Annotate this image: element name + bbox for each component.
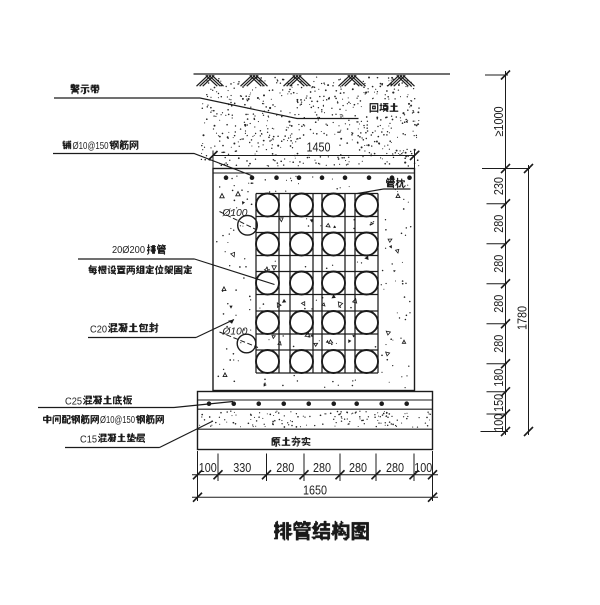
svg-text:280: 280 — [386, 460, 404, 475]
svg-text:280: 280 — [349, 460, 367, 475]
svg-text:280: 280 — [491, 255, 506, 273]
svg-text:C20: C20 — [90, 324, 107, 336]
svg-text:230: 230 — [491, 177, 506, 195]
svg-text:280: 280 — [276, 460, 294, 475]
svg-text:C15: C15 — [80, 434, 97, 446]
svg-text:Ø10@150: Ø10@150 — [73, 141, 109, 152]
svg-text:330: 330 — [233, 460, 251, 475]
svg-text:C25: C25 — [65, 396, 82, 408]
svg-text:Ø100: Ø100 — [222, 208, 248, 219]
svg-text:1650: 1650 — [303, 483, 327, 498]
svg-text:100: 100 — [199, 460, 217, 475]
svg-text:100: 100 — [414, 460, 432, 475]
svg-text:280: 280 — [491, 215, 506, 233]
svg-text:280: 280 — [491, 295, 506, 313]
svg-text:100: 100 — [491, 414, 506, 432]
svg-text:150: 150 — [491, 394, 506, 412]
svg-text:≥1000: ≥1000 — [491, 107, 506, 137]
svg-text:1780: 1780 — [515, 306, 530, 330]
svg-text:180: 180 — [491, 369, 506, 387]
svg-text:280: 280 — [491, 335, 506, 353]
svg-text:20Ø200: 20Ø200 — [112, 244, 145, 256]
svg-text:280: 280 — [313, 460, 331, 475]
svg-text:Ø100: Ø100 — [222, 327, 248, 338]
svg-text:1450: 1450 — [307, 140, 331, 155]
svg-text:Ø10@150: Ø10@150 — [100, 415, 135, 426]
